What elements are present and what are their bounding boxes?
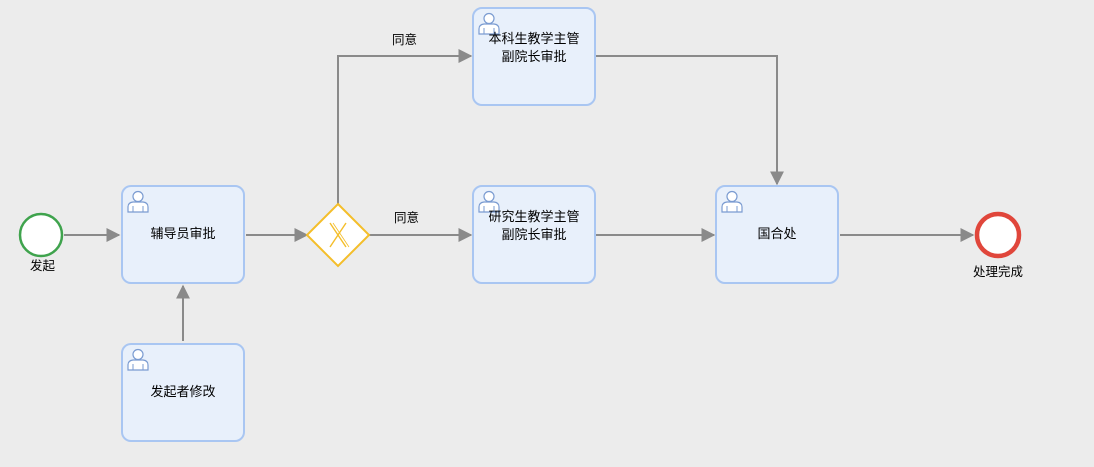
start-event-label: 发起	[30, 258, 56, 273]
end-event[interactable]	[974, 211, 1022, 259]
task-label: 国合处	[757, 226, 797, 242]
x-mark-icon	[329, 222, 350, 248]
user-icon	[127, 348, 149, 371]
task-counselor-approval[interactable]: 辅导员审批	[121, 185, 245, 284]
task-undergrad-vp-approval[interactable]: 本科生教学主管 副院长审批	[472, 7, 596, 106]
flow-undergrad-to-intl[interactable]	[596, 55, 784, 186]
task-intl-office[interactable]: 国合处	[715, 185, 839, 284]
flow-label-agree-top: 同意	[392, 32, 418, 47]
user-icon	[478, 12, 500, 35]
start-event[interactable]	[18, 212, 64, 258]
task-label: 研究生教学主管 副院长审批	[488, 210, 580, 243]
flow-gateway-to-undergrad[interactable]	[337, 49, 473, 204]
task-initiator-modify[interactable]: 发起者修改	[121, 343, 245, 442]
exclusive-gateway[interactable]	[305, 202, 371, 268]
task-label: 辅导员审批	[150, 226, 216, 242]
flow-label-agree-mid: 同意	[394, 210, 420, 225]
end-event-label: 处理完成	[973, 264, 1024, 279]
task-grad-vp-approval[interactable]: 研究生教学主管 副院长审批	[472, 185, 596, 284]
task-label: 发起者修改	[150, 384, 216, 400]
task-label: 本科生教学主管 副院长审批	[488, 32, 580, 65]
user-icon	[721, 190, 743, 213]
user-icon	[127, 190, 149, 213]
user-icon	[478, 190, 500, 213]
